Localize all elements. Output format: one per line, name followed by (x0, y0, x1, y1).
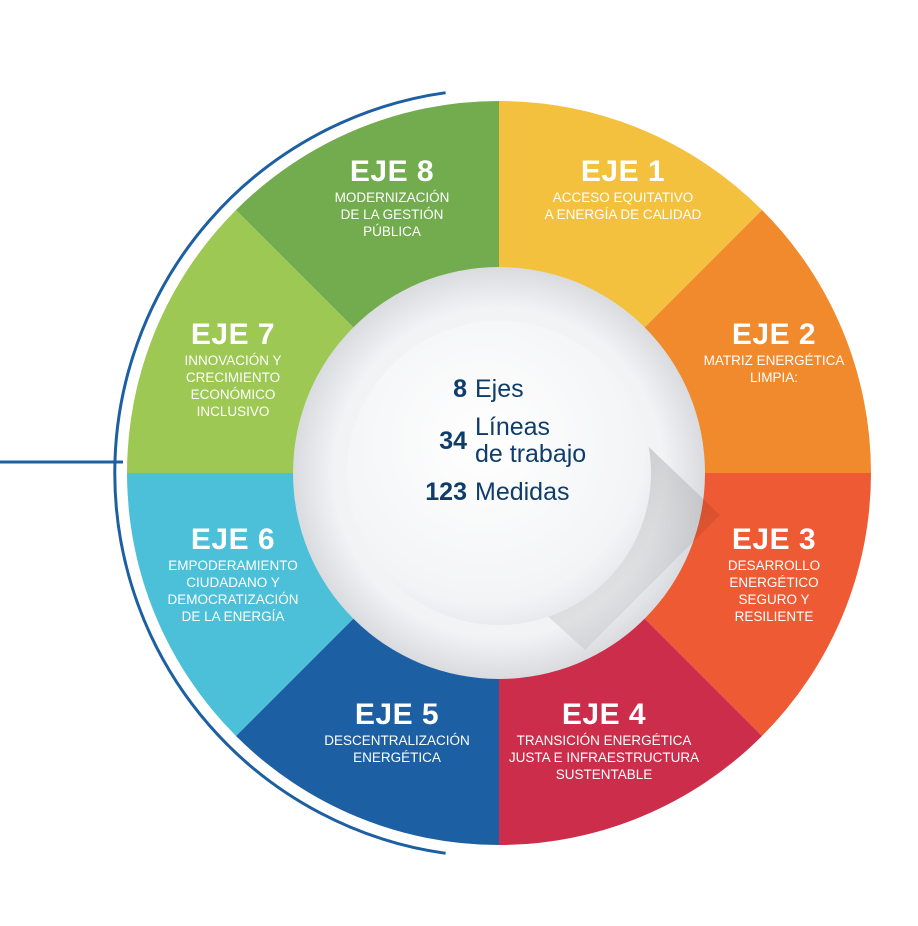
segment-title: EJE 4 (561, 698, 647, 731)
center-summary: 8 Ejes 34 Líneas de trabajo 123 Medidas (383, 375, 615, 507)
segment-description: DESCENTRALIZACIÓN ENERGÉTICA (324, 733, 470, 765)
segment-title: EJE 6 (190, 523, 276, 556)
summary-measures-label: Medidas (475, 478, 570, 506)
segment-description: EMPODERAMIENTO CIUDADANO Y DEMOCRATIZACI… (167, 558, 299, 624)
summary-lines: 34 Líneas de trabajo (383, 414, 615, 468)
summary-measures: 123 Medidas (383, 478, 615, 507)
segment-title: EJE 5 (354, 698, 440, 731)
summary-lines-count: 34 (439, 426, 467, 455)
segment-description: MODERNIZACIÓN DE LA GESTIÓN PÚBLICA (334, 190, 450, 239)
segment-description: DESARROLLO ENERGÉTICO SEGURO Y RESILIENT… (727, 558, 821, 624)
segment-title: EJE 3 (731, 523, 817, 556)
segment-description: INNOVACIÓN Y CRECIMIENTO ECONÓMICO INCLU… (184, 353, 282, 419)
summary-axes-label: Ejes (475, 375, 524, 403)
segment-title: EJE 2 (731, 318, 817, 351)
hub-circle (347, 321, 651, 625)
segment-title: EJE 1 (580, 155, 666, 188)
segment-description: MATRIZ ENERGÉTICA LIMPIA: (703, 353, 845, 385)
segment-title: EJE 8 (349, 155, 435, 188)
outer-arc (113, 91, 446, 855)
segment-description: TRANSICIÓN ENERGÉTICA JUSTA E INFRAESTRU… (508, 733, 700, 782)
summary-axes-count: 8 (453, 375, 467, 403)
segment-title: EJE 7 (190, 318, 276, 351)
summary-axes: 8 Ejes (383, 375, 615, 404)
segment-description: ACCESO EQUITATIVO A ENERGÍA DE CALIDAD (544, 190, 702, 222)
summary-lines-label: Líneas de trabajo (475, 413, 587, 468)
summary-measures-count: 123 (425, 478, 467, 506)
